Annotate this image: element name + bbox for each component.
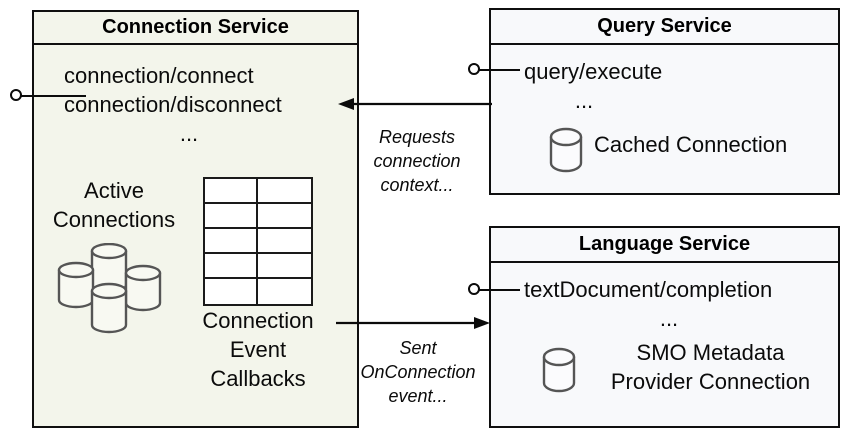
- grid-cell: [205, 279, 258, 304]
- component-title-connection-service: Connection Service: [34, 12, 357, 45]
- grid-cell: [205, 254, 258, 279]
- multi-cylinder-icon: [52, 242, 172, 338]
- grid-cell: [258, 254, 311, 279]
- interface-line-connection-ellipsis: ...: [179, 121, 199, 146]
- component-language-service[interactable]: Language Service: [489, 226, 840, 428]
- interface-line-textdocument-completion: textDocument/completion: [524, 277, 773, 302]
- artifact-label-connection-event-callbacks-line1: Connection: [202, 308, 314, 333]
- cylinder-icon-smo-metadata-provider: [540, 346, 578, 394]
- component-query-service[interactable]: Query Service: [489, 8, 840, 195]
- lollipop-ball: [468, 63, 480, 75]
- provided-interface-lollipop-icon-connection-service[interactable]: [10, 88, 86, 104]
- connector-sent-onconnection-event: [336, 313, 492, 333]
- grid-cell: [205, 179, 258, 204]
- title-text: Query Service: [597, 15, 732, 37]
- provided-interface-lollipop-icon-language-service[interactable]: [468, 282, 520, 298]
- artifact-label-cached-connection: Cached Connection: [594, 132, 788, 157]
- provided-interface-lollipop-icon-query-service[interactable]: [468, 62, 520, 78]
- table-grid-icon: [203, 177, 313, 306]
- title-text: Connection Service: [102, 16, 289, 38]
- connector-label-requests-connection-context-line2: connection: [373, 151, 461, 171]
- lollipop-stem: [478, 69, 520, 71]
- artifact-label-smo-metadata-line2: Provider Connection: [610, 369, 811, 394]
- interface-line-language-ellipsis: ...: [659, 306, 679, 331]
- grid-cell: [258, 179, 311, 204]
- connector-label-sent-onconnection-event-line3: event...: [388, 386, 448, 406]
- lollipop-ball: [468, 283, 480, 295]
- title-text: Language Service: [578, 233, 751, 255]
- connector-label-sent-onconnection-event-line2: OnConnection: [360, 362, 476, 382]
- cylinder-icon-cached-connection: [547, 126, 585, 174]
- lollipop-ball: [10, 89, 22, 101]
- connector-label-sent-onconnection-event-line1: Sent: [399, 338, 437, 358]
- artifact-label-active-connections-line1: Active: [84, 178, 144, 203]
- artifact-label-active-connections-line2: Connections: [52, 207, 176, 232]
- grid-cell: [258, 204, 311, 229]
- connector-label-requests-connection-context-line1: Requests: [378, 127, 456, 147]
- grid-cell: [258, 229, 311, 254]
- lollipop-stem: [478, 289, 520, 291]
- grid-cell: [205, 204, 258, 229]
- component-title-query-service: Query Service: [491, 10, 838, 45]
- grid-cell: [205, 229, 258, 254]
- interface-line-query-ellipsis: ...: [574, 88, 594, 113]
- connector-requests-connection-context: [336, 94, 492, 114]
- artifact-label-connection-event-callbacks-line3: Callbacks: [210, 366, 306, 391]
- artifact-label-smo-metadata-line1: SMO Metadata: [636, 340, 785, 365]
- artifact-label-connection-event-callbacks-line2: Event: [229, 337, 287, 362]
- grid-cell: [258, 279, 311, 304]
- interface-line-connection-connect: connection/connect: [64, 63, 254, 88]
- component-title-language-service: Language Service: [491, 228, 838, 263]
- lollipop-stem: [20, 95, 86, 97]
- connector-label-requests-connection-context-line3: context...: [380, 175, 454, 195]
- interface-line-query-execute: query/execute: [524, 59, 663, 84]
- interface-line-connection-disconnect: connection/disconnect: [64, 92, 282, 117]
